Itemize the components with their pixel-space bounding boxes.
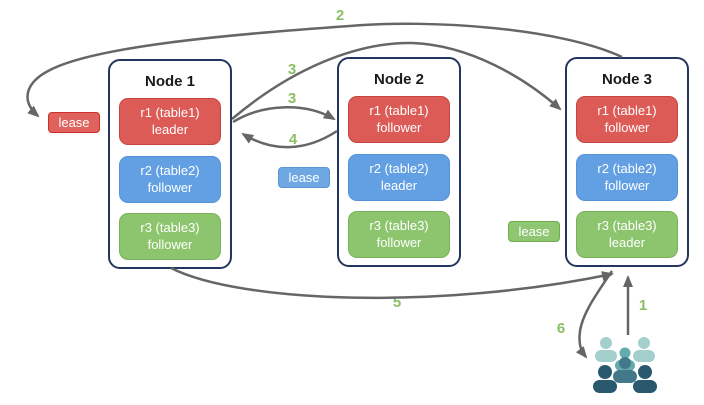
node1-replica-r1: r1 (table1) leader [119,98,221,145]
node3-replica-r3: r3 (table3) leader [576,211,678,258]
node-1-box: Node 1 r1 (table1) leader r2 (table2) fo… [108,59,232,269]
replica-role: follower [147,236,193,252]
node-1-title: Node 1 [144,73,195,90]
node1-replica-r2: r2 (table2) follower [119,156,221,203]
step-label-5: 5 [392,294,402,311]
replica-role: follower [376,234,422,250]
step-label-3b: 3 [287,90,297,107]
step-label-4: 4 [288,131,298,148]
replica-role: follower [376,119,422,135]
node3-replica-r2: r2 (table2) follower [576,154,678,201]
replica-name: r1 (table1) [597,102,657,118]
step-label-6: 6 [556,320,566,337]
users-group-icon [592,334,658,394]
lease-badge-blue: lease [278,167,330,188]
lease-badge-red: lease [48,112,100,133]
replica-role: leader [151,121,189,137]
replica-name: r1 (table1) [369,102,429,118]
replica-role: follower [604,119,650,135]
step-label-3a: 3 [287,61,297,78]
node-3-title: Node 3 [601,71,652,88]
replica-role: leader [608,234,646,250]
replica-name: r2 (table2) [140,162,200,178]
node2-replica-r3: r3 (table3) follower [348,211,450,258]
replica-name: r1 (table1) [140,104,200,120]
replica-name: r3 (table3) [597,217,657,233]
arrow-step-3-short [232,106,336,124]
lease-badge-green: lease [508,221,560,242]
step-label-1: 1 [638,297,648,314]
replica-name: r2 (table2) [369,160,429,176]
node-2-box: Node 2 r1 (table1) follower r2 (table2) … [337,57,461,267]
replica-name: r3 (table3) [140,219,200,235]
replica-name: r2 (table2) [597,160,657,176]
replica-role: leader [380,177,418,193]
replica-role: follower [604,177,650,193]
node1-replica-r3: r3 (table3) follower [119,213,221,260]
replica-role: follower [147,179,193,195]
node3-replica-r1: r1 (table1) follower [576,96,678,143]
node-3-box: Node 3 r1 (table1) follower r2 (table2) … [565,57,689,267]
step-label-2: 2 [335,7,345,24]
node2-replica-r2: r2 (table2) leader [348,154,450,201]
node-2-title: Node 2 [373,71,424,88]
node2-replica-r1: r1 (table1) follower [348,96,450,143]
replica-name: r3 (table3) [369,217,429,233]
